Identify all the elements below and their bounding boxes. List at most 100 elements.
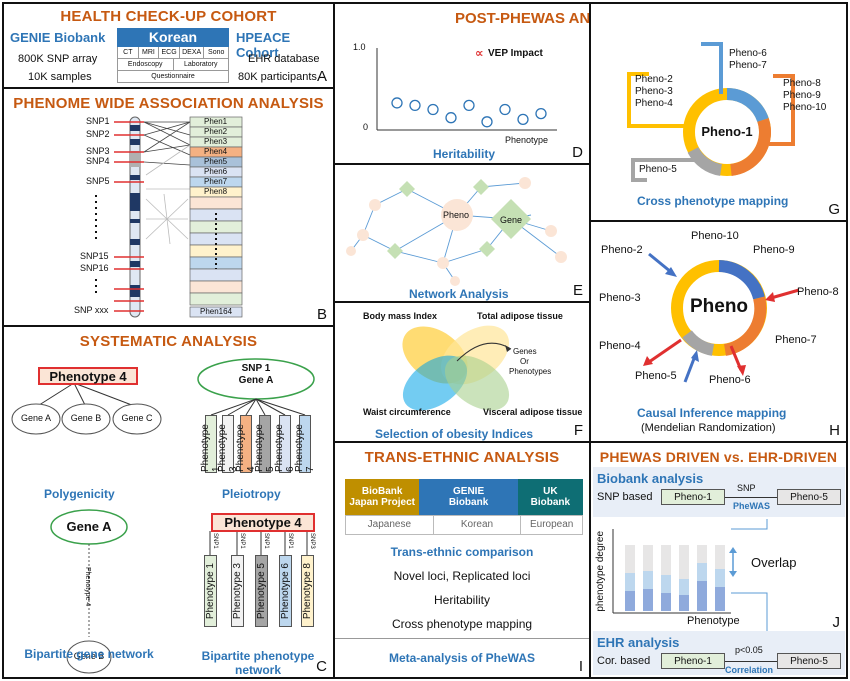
- snp-label-2: SNP2: [86, 129, 110, 139]
- chromosome-band: [130, 151, 140, 167]
- venn-genes-line-3: Phenotypes: [509, 367, 552, 376]
- panel-causal-inference: Pheno Pheno-10 Pheno-2 Pheno-9 Pheno-3 P…: [589, 220, 848, 443]
- panel-systematic: SYSTEMATIC ANALYSIS Pheno: [2, 325, 335, 679]
- vep-legend: VEP Impact: [488, 48, 543, 59]
- network-diagram: [346, 177, 567, 286]
- post-phewas-title: POST-PHEWAS ANALYSIS: [455, 10, 591, 27]
- node-pheno-10: Pheno-10: [691, 230, 739, 242]
- heritability-point: [391, 97, 403, 109]
- ring-blue-dark: [718, 260, 765, 300]
- snp-label-5: SNP5: [86, 176, 110, 186]
- biobank-pheno5: Pheno-5: [777, 489, 841, 505]
- panel-c-title: SYSTEMATIC ANALYSIS: [79, 333, 258, 350]
- group-blue-line-1: Pheno-6: [729, 48, 767, 59]
- pheno-node-small: [357, 229, 369, 241]
- heritability-label: Heritability: [433, 147, 496, 161]
- ehr-pheno5: Pheno-5: [777, 653, 841, 669]
- table-cell-european: European: [529, 519, 574, 530]
- panel-letter-i: I: [578, 658, 583, 675]
- biobank-link-line: [725, 497, 777, 498]
- pleio-pheno-3: Phenotype 3: [217, 415, 239, 473]
- chromosome-band: [130, 219, 140, 223]
- pheno-label-2: Phen2: [204, 127, 228, 136]
- node-pheno-5: Pheno-5: [635, 370, 677, 382]
- bip-snp-label-2: SNP1: [239, 533, 245, 549]
- ehr-correlation-word: Correlation: [725, 665, 774, 675]
- poly-gene-c: Gene C: [121, 413, 153, 423]
- y-tick-top: 1.0: [353, 42, 366, 52]
- group-yellow-line-2: Pheno-3: [635, 86, 673, 97]
- y-tick-bottom: 0: [363, 122, 369, 132]
- ethnic-divider: [335, 638, 589, 639]
- chromosome-band: [130, 261, 140, 267]
- pleio-pheno-6: Phenotype 6: [274, 415, 296, 473]
- panel-letter-c: C: [316, 658, 327, 675]
- pleio-pheno-7: Phenotype 7: [294, 415, 316, 473]
- ring-blue: [726, 88, 769, 123]
- korean-grid: CT MRI ECG DEXA Sono Endoscopy Laborator…: [117, 47, 229, 84]
- grid-ecg: ECG: [159, 47, 180, 58]
- snp-label-3: SNP3: [86, 146, 110, 156]
- venn-bmi-label: Body mass Index: [363, 311, 438, 321]
- vep-legend-symbol: ∝: [475, 46, 484, 60]
- biobank-pheno1: Pheno-1: [661, 489, 725, 505]
- panel-letter-a: A: [316, 68, 327, 85]
- chromosome-band: [130, 175, 140, 180]
- bip-pheno-3: Phenotype 3: [231, 555, 244, 627]
- panel-cross-phenotype: Pheno-1 Pheno-6 Pheno-7 Pheno-2 Pheno-3 …: [589, 2, 848, 222]
- network-analysis-label: Network Analysis: [409, 287, 509, 301]
- node-pheno-4: Pheno-4: [599, 340, 641, 352]
- ehr-pheno1: Pheno-1: [661, 653, 725, 669]
- ethnic-table: BioBank Japan Project GENIE Biobank UK B…: [345, 479, 584, 539]
- overlap-bar: [697, 581, 707, 611]
- chromosome-band: [130, 239, 140, 245]
- overlap-bar: [679, 595, 689, 611]
- grid-mri: MRI: [139, 47, 160, 58]
- panel-letter-j: J: [832, 614, 841, 631]
- gene-node-small: [387, 243, 403, 259]
- biobank-analysis-title: Biobank analysis: [597, 471, 704, 486]
- network-edges: [350, 182, 562, 282]
- pheno-label-4: Phen4: [204, 147, 228, 156]
- chromosome-band: [130, 125, 140, 131]
- hpeace-title: HPEACE Cohort: [236, 30, 291, 60]
- cross-phenotype-label: Cross phenotype mapping: [637, 194, 789, 208]
- panel-letter-h: H: [829, 422, 840, 439]
- snp-pheno-links: [143, 121, 191, 166]
- trans-ethnic-comparison: Trans-ethnic comparison: [390, 545, 534, 559]
- group-orange-line-1: Pheno-8: [783, 78, 821, 89]
- bip-snp-label-1: SNP1: [212, 533, 218, 549]
- pleio-gene: Gene A: [238, 375, 274, 386]
- bip-gene-bottom-label: Gene B: [73, 651, 105, 661]
- bip-pheno-1: Phenotype 1: [204, 555, 217, 627]
- bip-pheno-5: Phenotype 5: [255, 555, 268, 627]
- ethnic-item-1: Novel loci, Replicated loci: [393, 569, 531, 583]
- group-blue-line-2: Pheno-7: [729, 60, 767, 71]
- pheno-node: [441, 199, 473, 231]
- background-links: [145, 144, 191, 245]
- pleio-pheno-1: Phenotype 1: [200, 415, 222, 473]
- gene-node-small: [473, 179, 489, 195]
- biobank-snp-word: SNP: [737, 483, 756, 493]
- korean-header: Korean: [117, 28, 229, 47]
- gene-a-node: [11, 403, 61, 435]
- pheno-node-small: [437, 257, 449, 269]
- bracket-yellow: [627, 72, 691, 128]
- obesity-indices-label: Selection of obesity Indices: [375, 427, 534, 441]
- biobank-phewas-word: PheWAS: [733, 501, 771, 511]
- heritability-point: [481, 116, 493, 128]
- pleio-pheno-4: Phenotype 4: [235, 415, 257, 473]
- poly-gene-b: Gene B: [70, 413, 102, 423]
- heritability-point: [427, 103, 439, 116]
- pheno-node-small: [346, 246, 356, 256]
- ehr-link-line: [725, 661, 777, 662]
- group-orange-line-2: Pheno-9: [783, 90, 821, 101]
- table-cell-japanese: Japanese: [346, 516, 434, 534]
- grid-laboratory: Laboratory: [184, 61, 218, 68]
- pheno-label-1: Phen1: [204, 117, 228, 126]
- node-pheno-3: Pheno-3: [599, 292, 641, 304]
- network-gene-label: Gene: [500, 215, 523, 225]
- node-pheno-9: Pheno-9: [753, 244, 795, 256]
- systematic-diagram: [11, 358, 315, 674]
- panel-letter-e: E: [572, 282, 583, 299]
